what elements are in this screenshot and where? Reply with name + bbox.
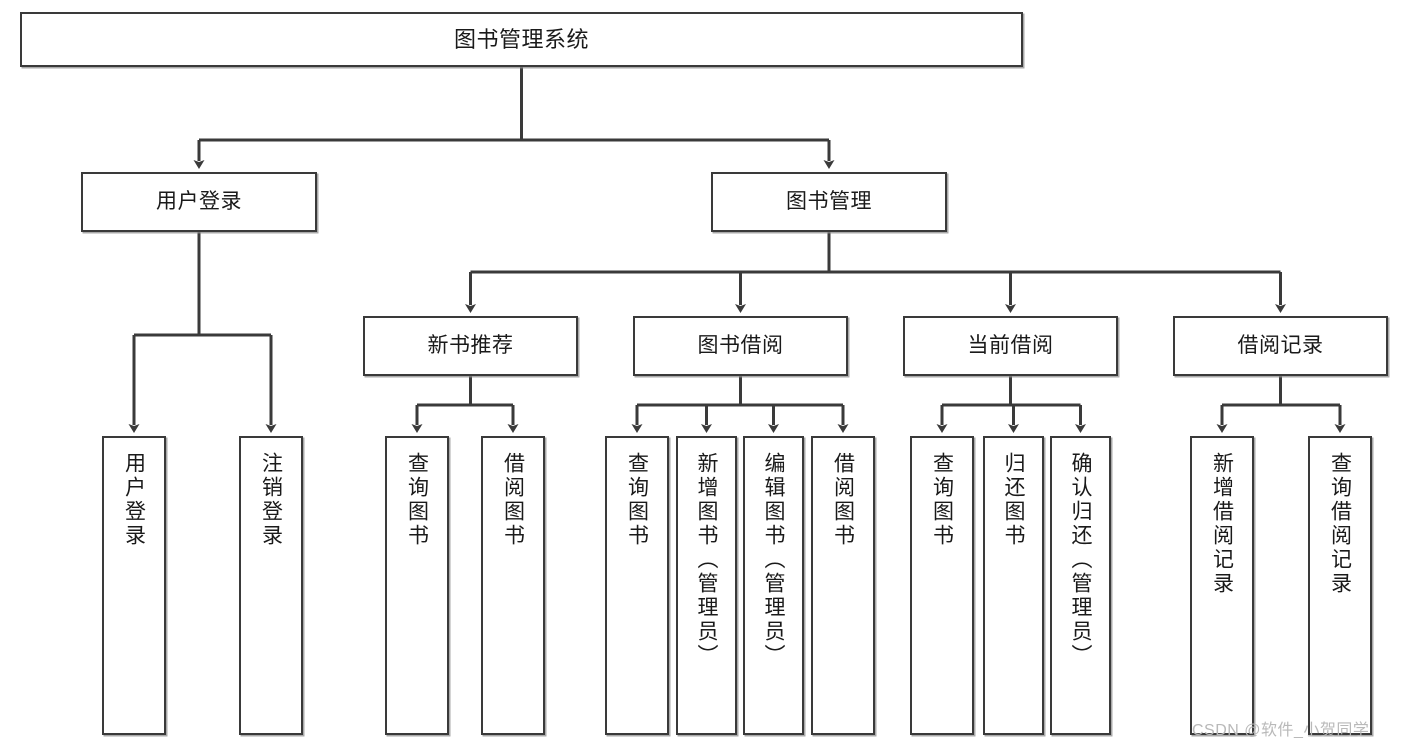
node-user-login[interactable]: 用户登录 [81,172,317,232]
csdn-watermark: CSDN @软件_小贺同学 [1192,722,1370,739]
node-label: 借阅图书 [831,452,855,548]
node-label: 图书借阅 [697,333,784,357]
node-label: 新增图书（管理员） [695,452,718,668]
node-root-system[interactable]: 图书管理系统 [20,12,1023,67]
node-book-borrow[interactable]: 图书借阅 [633,316,848,376]
node-leaf-cb-confirm-return[interactable]: 确认归还（管理员） [1050,436,1111,735]
node-label: 查询图书 [405,452,429,548]
node-label: 查询借阅记录 [1328,452,1352,596]
node-book-manage[interactable]: 图书管理 [711,172,947,232]
node-label: 借阅记录 [1237,333,1324,357]
node-leaf-bb-add-book[interactable]: 新增图书（管理员） [676,436,737,735]
node-label: 用户登录 [122,452,146,548]
node-label: 归还图书 [1002,452,1025,548]
node-label: 新增借阅记录 [1210,452,1234,596]
node-label: 用户登录 [156,189,242,213]
node-leaf-rec-borrow-book[interactable]: 借阅图书 [481,436,545,735]
node-leaf-bb-query-book[interactable]: 查询图书 [605,436,669,735]
node-current-borrow[interactable]: 当前借阅 [903,316,1118,376]
node-label: 查询图书 [625,452,649,548]
node-leaf-br-query-record[interactable]: 查询借阅记录 [1308,436,1372,735]
node-new-book-recommendation[interactable]: 新书推荐 [363,316,578,376]
node-leaf-bb-borrow-book[interactable]: 借阅图书 [811,436,875,735]
node-leaf-user-logout[interactable]: 注销登录 [239,436,303,735]
node-label: 借阅图书 [501,452,525,548]
node-label: 确认归还（管理员） [1069,452,1092,668]
node-leaf-br-add-record[interactable]: 新增借阅记录 [1190,436,1254,735]
node-leaf-cb-query-book[interactable]: 查询图书 [910,436,974,735]
node-leaf-user-login[interactable]: 用户登录 [102,436,166,735]
node-label: 编辑图书（管理员） [762,452,785,668]
node-leaf-cb-return-book[interactable]: 归还图书 [983,436,1044,735]
node-label: 新书推荐 [427,333,514,357]
node-label: 图书管理系统 [453,26,589,52]
node-label: 注销登录 [259,452,283,548]
node-label: 查询图书 [930,452,954,548]
node-leaf-rec-query-book[interactable]: 查询图书 [385,436,449,735]
node-label: 图书管理 [786,189,872,213]
node-leaf-bb-edit-book[interactable]: 编辑图书（管理员） [743,436,804,735]
node-label: 当前借阅 [967,333,1054,357]
node-borrow-record[interactable]: 借阅记录 [1173,316,1388,376]
